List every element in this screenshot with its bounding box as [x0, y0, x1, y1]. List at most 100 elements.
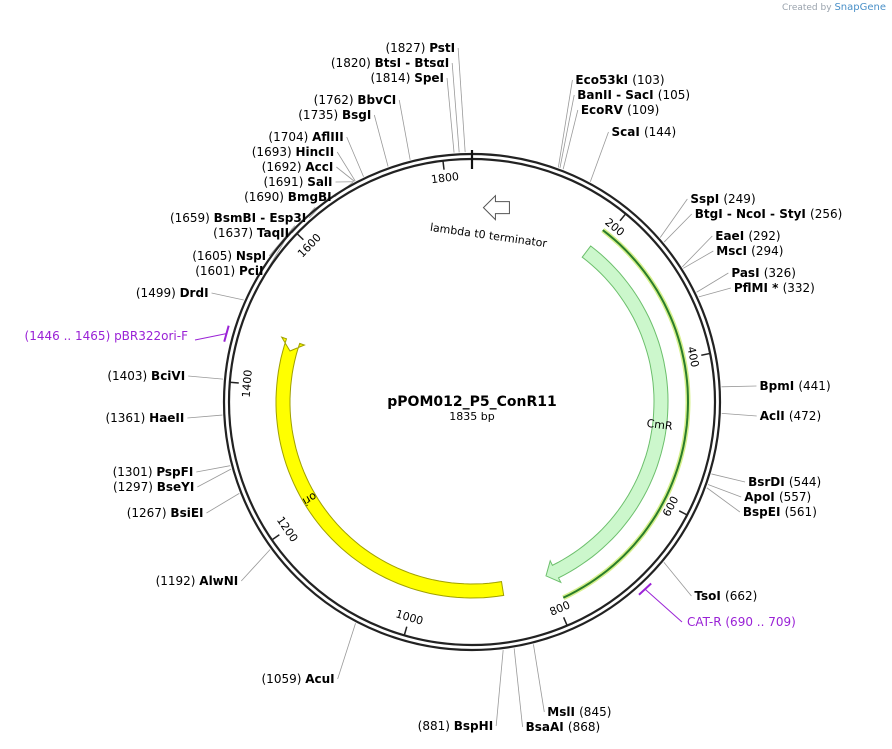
site-enzyme-name: EcoRV	[581, 103, 627, 117]
leader-line	[513, 648, 523, 728]
site-position: (1297)	[113, 480, 157, 494]
site-label-nspi[interactable]: (1605) NspI	[192, 249, 266, 263]
plasmid-name: pPOM012_P5_ConR11	[387, 394, 556, 410]
site-label-ecorv[interactable]: EcoRV (109)	[581, 103, 660, 117]
site-enzyme-name: BspHI	[454, 719, 493, 733]
site-label-hincii[interactable]: (1693) HincII	[252, 145, 334, 159]
site-enzyme-name: BbvCI	[357, 93, 396, 107]
tick-label-400: 400	[684, 345, 701, 368]
primer-label-pbr322ori-f[interactable]: (1446 .. 1465) pBR322ori-F	[25, 329, 189, 343]
site-label-sspi[interactable]: SspI (249)	[690, 192, 755, 206]
feature-ori-label: ori	[300, 490, 319, 508]
site-label-bsrdi[interactable]: BsrDI (544)	[748, 475, 821, 489]
site-enzyme-name: BtgI - NcoI - StyI	[695, 207, 810, 221]
site-label-apoi[interactable]: ApoI (557)	[744, 490, 811, 504]
site-position: (472)	[789, 409, 821, 423]
site-label-bbvci[interactable]: (1762) BbvCI	[314, 93, 397, 107]
site-label-acui[interactable]: (1059) AcuI	[262, 672, 335, 686]
site-position: (249)	[723, 192, 755, 206]
primer-range: (1446 .. 1465)	[25, 329, 115, 343]
site-label-drdi[interactable]: (1499) DrdI	[136, 286, 209, 300]
site-label-banii-saci[interactable]: BanII - SacI (105)	[577, 88, 690, 102]
leader-line	[721, 412, 757, 417]
site-label-psti[interactable]: (1827) PstI	[385, 41, 455, 55]
site-enzyme-name: SspI	[690, 192, 723, 206]
feature-ori-arrow[interactable]	[275, 336, 505, 599]
leader-line	[446, 77, 455, 153]
leader-line	[557, 79, 573, 168]
site-position: (1601)	[195, 264, 239, 278]
leader-line	[559, 94, 575, 169]
leader-line	[336, 166, 355, 182]
site-label-bsmbi-esp3i[interactable]: (1659) BsmBI - Esp3I	[170, 211, 306, 225]
leader-line	[495, 650, 504, 727]
feature-cmr-arrow[interactable]	[545, 245, 669, 584]
site-label-scai[interactable]: ScaI (144)	[611, 125, 676, 139]
site-enzyme-name: BtsI - BtsαI	[375, 56, 450, 70]
site-label-pspfi[interactable]: (1301) PspFI	[113, 465, 194, 479]
site-label-spei[interactable]: (1814) SpeI	[370, 71, 444, 85]
site-enzyme-name: BsaAI	[526, 720, 568, 734]
site-label-taqii[interactable]: (1637) TaqII	[213, 226, 289, 240]
site-label-eco53ki[interactable]: Eco53kI (103)	[575, 73, 664, 87]
leader-line	[337, 623, 356, 680]
site-label-sali[interactable]: (1691) SalI	[263, 175, 332, 189]
site-label-pasi[interactable]: PasI (326)	[731, 266, 796, 280]
site-position: (1692)	[262, 160, 306, 174]
site-enzyme-name: PflMI *	[734, 281, 783, 295]
site-label-bmgbi[interactable]: (1690) BmgBI	[244, 190, 332, 204]
site-enzyme-name: BsrDI	[748, 475, 789, 489]
site-label-btgi-ncoi-styi[interactable]: BtgI - NcoI - StyI (256)	[695, 207, 843, 221]
leader-line	[711, 473, 746, 483]
site-position: (662)	[725, 589, 757, 603]
site-label-msli[interactable]: MslI (845)	[547, 705, 611, 719]
site-label-bsaai[interactable]: BsaAI (868)	[526, 720, 601, 734]
site-enzyme-name: Eco53kI	[575, 73, 632, 87]
site-label-haeii[interactable]: (1361) HaeII	[105, 411, 184, 425]
site-enzyme-name: NspI	[236, 249, 266, 263]
orf-line[interactable]	[562, 229, 690, 599]
tick-label-1000: 1000	[394, 607, 425, 627]
leader-line	[696, 272, 729, 293]
site-label-acci[interactable]: (1692) AccI	[262, 160, 334, 174]
site-label-msci[interactable]: MscI (294)	[716, 244, 783, 258]
feature-lambda-t0-terminator-arrow[interactable]	[482, 194, 510, 221]
site-position: (294)	[751, 244, 783, 258]
leader-line	[346, 136, 364, 177]
tick-label-1200: 1200	[274, 514, 301, 544]
site-label-pcii[interactable]: (1601) PciI	[195, 264, 263, 278]
site-label-bsiei[interactable]: (1267) BsiEI	[127, 506, 204, 520]
site-label-afliii[interactable]: (1704) AflIII	[268, 130, 343, 144]
site-label-acli[interactable]: AclI (472)	[760, 409, 821, 423]
site-label-alwni[interactable]: (1192) AlwNI	[156, 574, 239, 588]
leader-line	[721, 385, 757, 388]
site-enzyme-name: TaqII	[257, 226, 289, 240]
primer-mark-pbr322ori-f[interactable]	[223, 325, 230, 342]
site-position: (292)	[748, 229, 780, 243]
site-label-bsphi[interactable]: (881) BspHI	[418, 719, 493, 733]
tick-mark-200	[619, 213, 627, 222]
site-label-pflmi[interactable]: PflMI * (332)	[734, 281, 815, 295]
primer-leader-line	[194, 333, 227, 341]
site-label-eaei[interactable]: EaeI (292)	[715, 229, 780, 243]
site-label-tsoi[interactable]: TsoI (662)	[694, 589, 757, 603]
site-label-bpmi[interactable]: BpmI (441)	[759, 379, 830, 393]
site-position: (1693)	[252, 145, 296, 159]
tick-mark-1400	[229, 381, 239, 384]
site-label-bcivi[interactable]: (1403) BciVI	[107, 369, 185, 383]
site-position: (1704)	[268, 130, 312, 144]
site-position: (1814)	[370, 71, 414, 85]
site-label-bspei[interactable]: BspEI (561)	[743, 505, 817, 519]
site-enzyme-name: PasI	[731, 266, 763, 280]
site-label-bseyi[interactable]: (1297) BseYI	[113, 480, 194, 494]
site-label-btsi-bts-i[interactable]: (1820) BtsI - BtsαI	[331, 56, 449, 70]
site-position: (441)	[798, 379, 830, 393]
site-enzyme-name: PspFI	[156, 465, 193, 479]
leader-line	[373, 114, 389, 167]
site-label-bsgi[interactable]: (1735) BsgI	[298, 108, 371, 122]
site-enzyme-name: BmgBI	[288, 190, 332, 204]
site-enzyme-name: BsiEI	[170, 506, 203, 520]
primer-label-cat-r[interactable]: CAT-R (690 .. 709)	[687, 615, 796, 629]
plasmid-length: 1835 bp	[449, 410, 494, 423]
primer-mark-cat-r[interactable]	[638, 582, 652, 596]
